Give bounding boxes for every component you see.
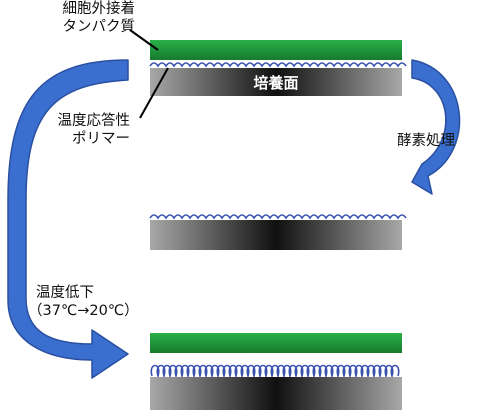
culture-surface-label: 培養面 <box>253 73 299 92</box>
enzyme-treatment-label: 酵素処理 <box>397 133 455 149</box>
enzyme-arrow <box>411 59 461 195</box>
protein-label-line2: タンパク質 <box>62 19 136 35</box>
polymer-chains-middle <box>149 214 407 220</box>
temperature-drop-line1: 温度低下 <box>36 285 94 301</box>
polymer-leader-line <box>139 67 169 119</box>
polymer-chains-top <box>149 62 407 68</box>
temperature-drop-arrow <box>7 59 129 379</box>
polymer-label: 温度応答性 ポリマー <box>58 112 131 148</box>
temperature-drop-label: 温度低下 （37℃→20℃） <box>28 284 139 320</box>
protein-label: 細胞外接着 タンパク質 <box>63 0 136 36</box>
culture-surface-top <box>150 68 402 96</box>
polymer-label-line1: 温度応答性 <box>57 113 131 129</box>
protein-layer-top <box>150 40 402 60</box>
protein-leader-line <box>129 29 159 51</box>
culture-surface-middle <box>150 220 402 250</box>
protein-label-line1: 細胞外接着 <box>62 1 136 17</box>
temperature-drop-line2: （37℃→20℃） <box>28 303 139 319</box>
polymer-chains-bottom <box>150 364 400 379</box>
protein-layer-bottom <box>150 333 402 353</box>
culture-surface-bottom <box>150 377 402 410</box>
polymer-label-line2: ポリマー <box>72 131 130 147</box>
